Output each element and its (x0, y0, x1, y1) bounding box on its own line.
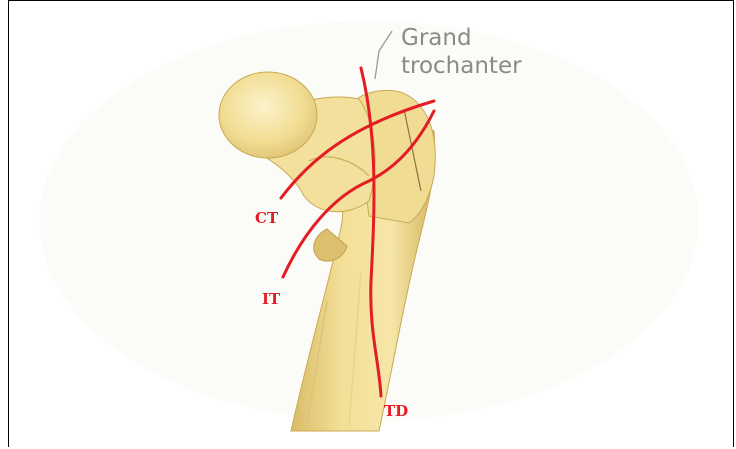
femur-illustration: Grand trochanter CT IT TD (9, 1, 735, 448)
callout-trochanter: trochanter (401, 53, 522, 79)
callout-grand: Grand (401, 25, 472, 51)
label-ct: CT (255, 209, 279, 227)
femoral-head (219, 72, 317, 158)
label-it: IT (262, 290, 281, 308)
femur-figure: Grand trochanter CT IT TD (8, 0, 734, 447)
label-td: TD (384, 402, 408, 420)
